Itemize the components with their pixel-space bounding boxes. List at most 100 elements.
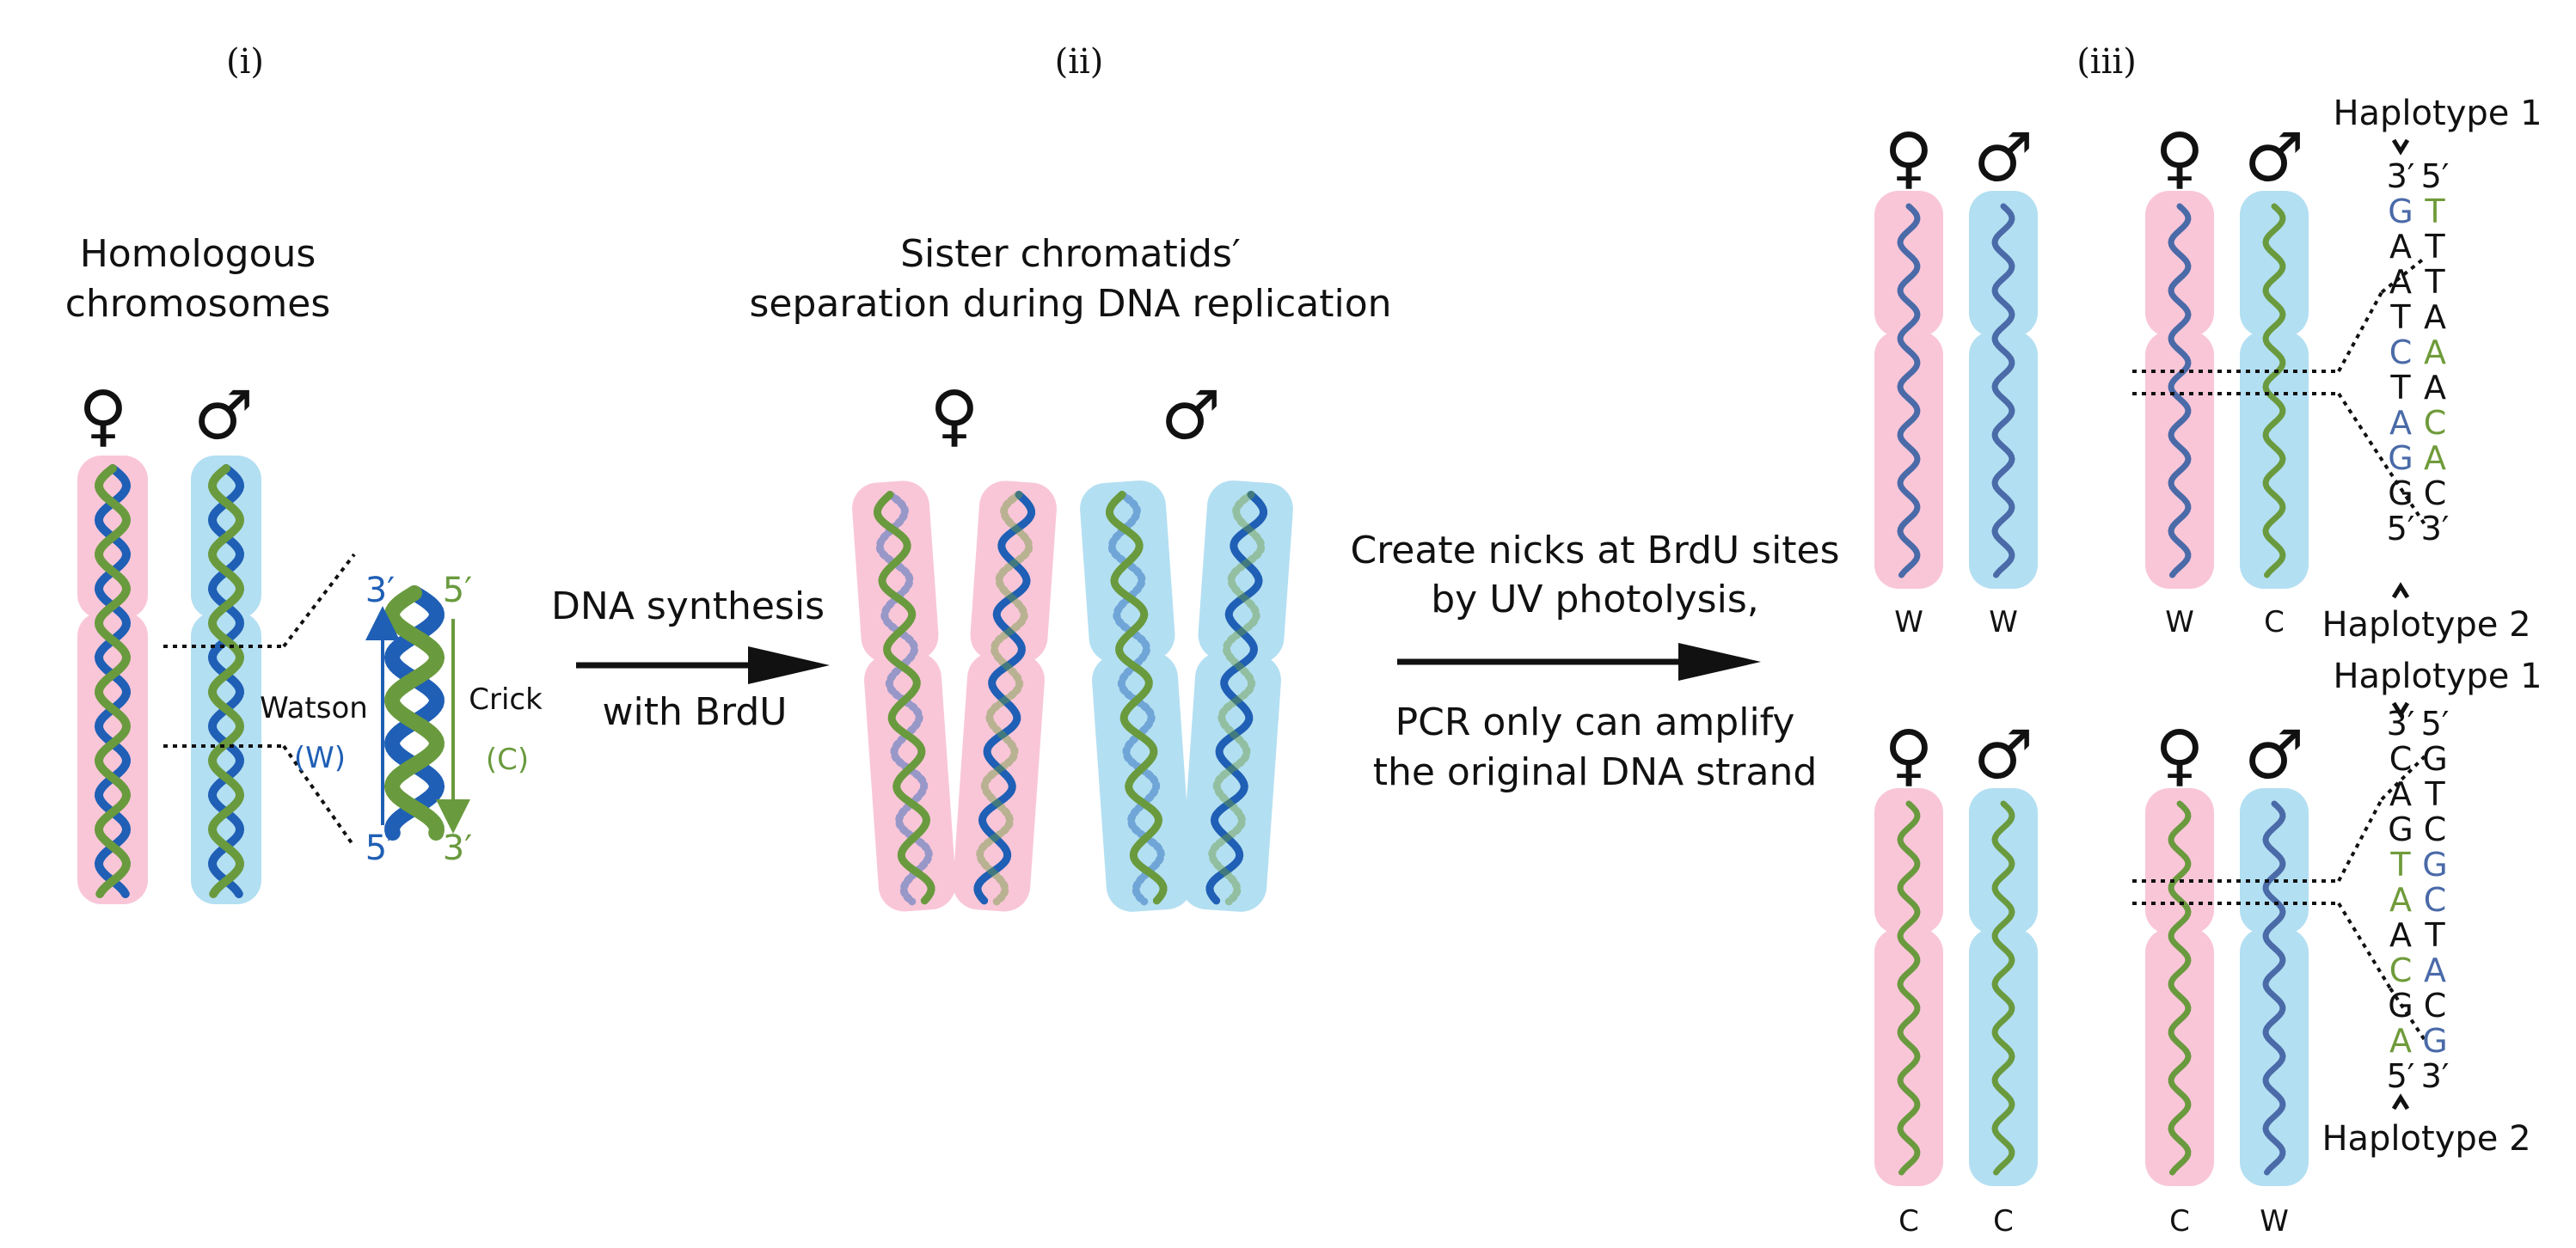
- haplotype1-label-bottom: Haplotype 1: [2333, 657, 2542, 696]
- panel-i-title-line1: Homologous: [80, 232, 316, 276]
- single-strand: [1897, 203, 1921, 578]
- seq-end-label: 3′: [2421, 510, 2450, 548]
- seq-base: G: [2422, 846, 2447, 884]
- crick-strand: [873, 491, 935, 905]
- seq-base: A: [2424, 951, 2446, 989]
- seq-base: C: [2424, 474, 2447, 512]
- seq-base: A: [2424, 298, 2446, 336]
- zoomed-double-helix: [383, 585, 445, 841]
- seq-base: C: [2424, 811, 2447, 848]
- cell-top-right-wc: ♀ ♂ W C: [2132, 119, 2426, 639]
- crick-strand: [94, 464, 132, 898]
- chevron-up-icon: [2391, 582, 2410, 599]
- seq-end-label: 5′: [2387, 510, 2415, 548]
- female-icon: ♀: [2155, 717, 2204, 794]
- chevron-down-icon: [2391, 701, 2410, 719]
- seq-base: A: [2389, 916, 2412, 954]
- seq-base: G: [2388, 811, 2413, 848]
- strand-label: W: [2165, 605, 2194, 639]
- panel-i: (i) Homologous chromosomes ♀ ♂ 3′ 5′ 5′ …: [65, 42, 543, 904]
- arrow1-line1: DNA synthesis: [551, 584, 825, 628]
- male-icon: ♂: [1973, 717, 2033, 794]
- seq-base: A: [2389, 881, 2412, 919]
- arrow2-line1: Create nicks at BrdU sites: [1350, 529, 1839, 572]
- arrow2-line2: by UV photolysis,: [1431, 578, 1758, 621]
- chevron-up-icon: [2391, 1093, 2410, 1110]
- panel-ii-title-line2: separation during DNA replication: [749, 282, 1391, 326]
- seq-base: A: [2389, 775, 2412, 813]
- arrow2-line4: the original DNA strand: [1373, 750, 1818, 794]
- seq-end-label: 5′: [2421, 157, 2450, 195]
- crick-5prime-end: 5′: [443, 571, 473, 610]
- seq-base: T: [2424, 916, 2445, 954]
- female-icon: ♀: [1884, 717, 1933, 794]
- male-icon: ♂: [1973, 119, 2033, 197]
- strand-label: C: [2169, 1204, 2190, 1239]
- single-strand: [1991, 800, 2015, 1176]
- single-strand: [2168, 800, 2192, 1176]
- panel-iii-label: (iii): [2076, 42, 2137, 82]
- seq-base: G: [2422, 1022, 2447, 1060]
- male-sister-chromatids: [1080, 480, 1293, 912]
- crick-3prime-end: 3′: [443, 829, 473, 868]
- crick-strand: [383, 585, 445, 841]
- arrow1-line2: with BrdU: [603, 690, 788, 734]
- female-icon: ♀: [929, 377, 978, 455]
- seq-end-label: 5′: [2387, 1057, 2415, 1095]
- crick-strand: [1105, 491, 1168, 905]
- seq-base: C: [2389, 333, 2413, 371]
- seq-base: T: [2389, 369, 2411, 407]
- seq-base: A: [2424, 439, 2446, 477]
- seq-base: C: [2424, 987, 2447, 1025]
- strand-label: W: [1989, 605, 2018, 639]
- male-icon: ♂: [1161, 377, 1221, 455]
- seq-base: G: [2388, 439, 2413, 477]
- male-icon: ♂: [2244, 717, 2304, 794]
- seq-base: T: [2389, 298, 2411, 336]
- single-strand: [2168, 203, 2192, 578]
- panel-i-title-line2: chromosomes: [65, 282, 331, 326]
- single-strand: [2262, 203, 2286, 578]
- seq-base: C: [2424, 881, 2447, 919]
- male-icon: ♂: [193, 377, 254, 455]
- seq-base: C: [2389, 951, 2413, 989]
- seq-end-label: 3′: [2387, 705, 2415, 743]
- female-icon: ♀: [78, 377, 127, 455]
- crick-strand: [1208, 491, 1266, 906]
- seq-base: G: [2388, 987, 2413, 1025]
- single-strand: [2262, 800, 2286, 1176]
- seq-base: A: [2389, 1022, 2412, 1060]
- seq-base: T: [2424, 228, 2445, 266]
- watson-3prime-end: 3′: [365, 571, 396, 610]
- strand-label: W: [1894, 605, 1923, 639]
- seq-end-label: 5′: [2421, 705, 2450, 743]
- panel-ii: (ii) Sister chromatids′ separation durin…: [749, 42, 1392, 912]
- panel-ii-title-line1: Sister chromatids′: [900, 232, 1241, 276]
- seq-base: A: [2389, 228, 2412, 266]
- seq-base: T: [2424, 775, 2445, 813]
- seq-base: A: [2424, 369, 2446, 407]
- strand-label: C: [1898, 1204, 1919, 1239]
- seq-base: C: [2389, 740, 2413, 778]
- single-strand: [1991, 203, 2015, 578]
- single-strand: [1897, 800, 1921, 1176]
- seq-base: T: [2424, 263, 2445, 301]
- female-chromosome: [77, 456, 148, 904]
- haplotype2-label-bottom: Haplotype 2: [2321, 1119, 2530, 1159]
- strand-label: C: [1993, 1204, 2014, 1239]
- female-sister-chromatids: [852, 480, 1057, 912]
- chevron-down-icon: [2391, 138, 2410, 156]
- watson-strand: [1205, 491, 1268, 905]
- watson-abbr: (W): [294, 741, 346, 775]
- arrow2-line3: PCR only can amplify: [1395, 700, 1795, 744]
- female-icon: ♀: [2155, 119, 2204, 197]
- strand-label: W: [2260, 1204, 2289, 1239]
- crick-strand: [976, 491, 1033, 906]
- male-chromosome: [191, 456, 261, 904]
- cell-bottom-left-cc: ♀ ♂ C C: [1874, 717, 2038, 1239]
- arrow-dna-synthesis: DNA synthesis with BrdU: [551, 584, 830, 734]
- crick-label: Crick: [469, 682, 543, 717]
